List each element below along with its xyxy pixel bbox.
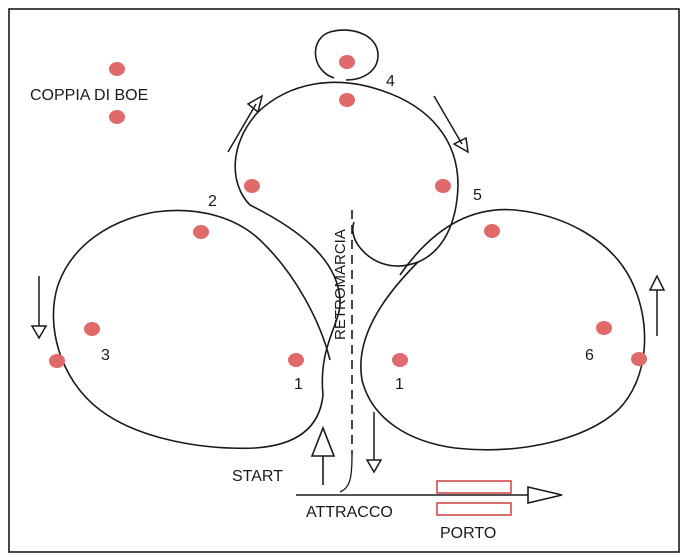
buoy-4-bottom (339, 93, 355, 107)
number-2: 2 (208, 193, 217, 210)
buoy-1-left (288, 353, 304, 367)
porto-dock-bottom (436, 502, 512, 516)
buoy-upper-right (435, 179, 451, 193)
buoy-upper-left (244, 179, 260, 193)
number-1-left: 1 (294, 376, 303, 393)
frame (8, 8, 680, 553)
buoy-5 (484, 224, 500, 238)
upper-right-arrow-shaft (433, 95, 463, 145)
retromarcia-label: RETROMARCIA (332, 229, 349, 340)
buoy-6-inner (596, 321, 612, 335)
number-1-right: 1 (395, 376, 404, 393)
right-loop (360, 208, 646, 451)
start-label: START (232, 468, 283, 485)
upper-right-arrow-head (452, 136, 469, 154)
legend-label: COPPIA DI BOE (30, 87, 148, 104)
attracco-label: ATTRACCO (306, 504, 393, 521)
buoy-4-top (339, 55, 355, 69)
left-down-arrow-head (30, 325, 48, 340)
buoy-6-outer (631, 352, 647, 366)
buoy-2 (193, 225, 209, 239)
porto-dock-top (436, 480, 512, 494)
buoy-legend-bottom (109, 110, 125, 124)
upper-left-arrow-shaft (227, 103, 257, 153)
number-3: 3 (101, 347, 110, 364)
buoys (49, 55, 647, 368)
number-4: 4 (386, 73, 395, 90)
left-loop (52, 209, 331, 450)
course-track (234, 81, 459, 396)
buoy-legend-top (109, 62, 125, 76)
buoy-3-outer (49, 354, 65, 368)
buoy-1-right (392, 353, 408, 367)
start-arrow-head (310, 425, 336, 457)
down-arrow-head (365, 459, 383, 474)
right-up-arrow-head (648, 274, 666, 291)
upper-left-arrow-head (246, 94, 264, 114)
porto-label: PORTO (440, 525, 496, 542)
number-6: 6 (585, 347, 594, 364)
number-5: 5 (473, 187, 482, 204)
buoy-3-inner (84, 322, 100, 336)
attracco-arrow-head (527, 485, 563, 505)
retromarcia-curl (339, 454, 353, 493)
top-small-loop (314, 29, 379, 81)
